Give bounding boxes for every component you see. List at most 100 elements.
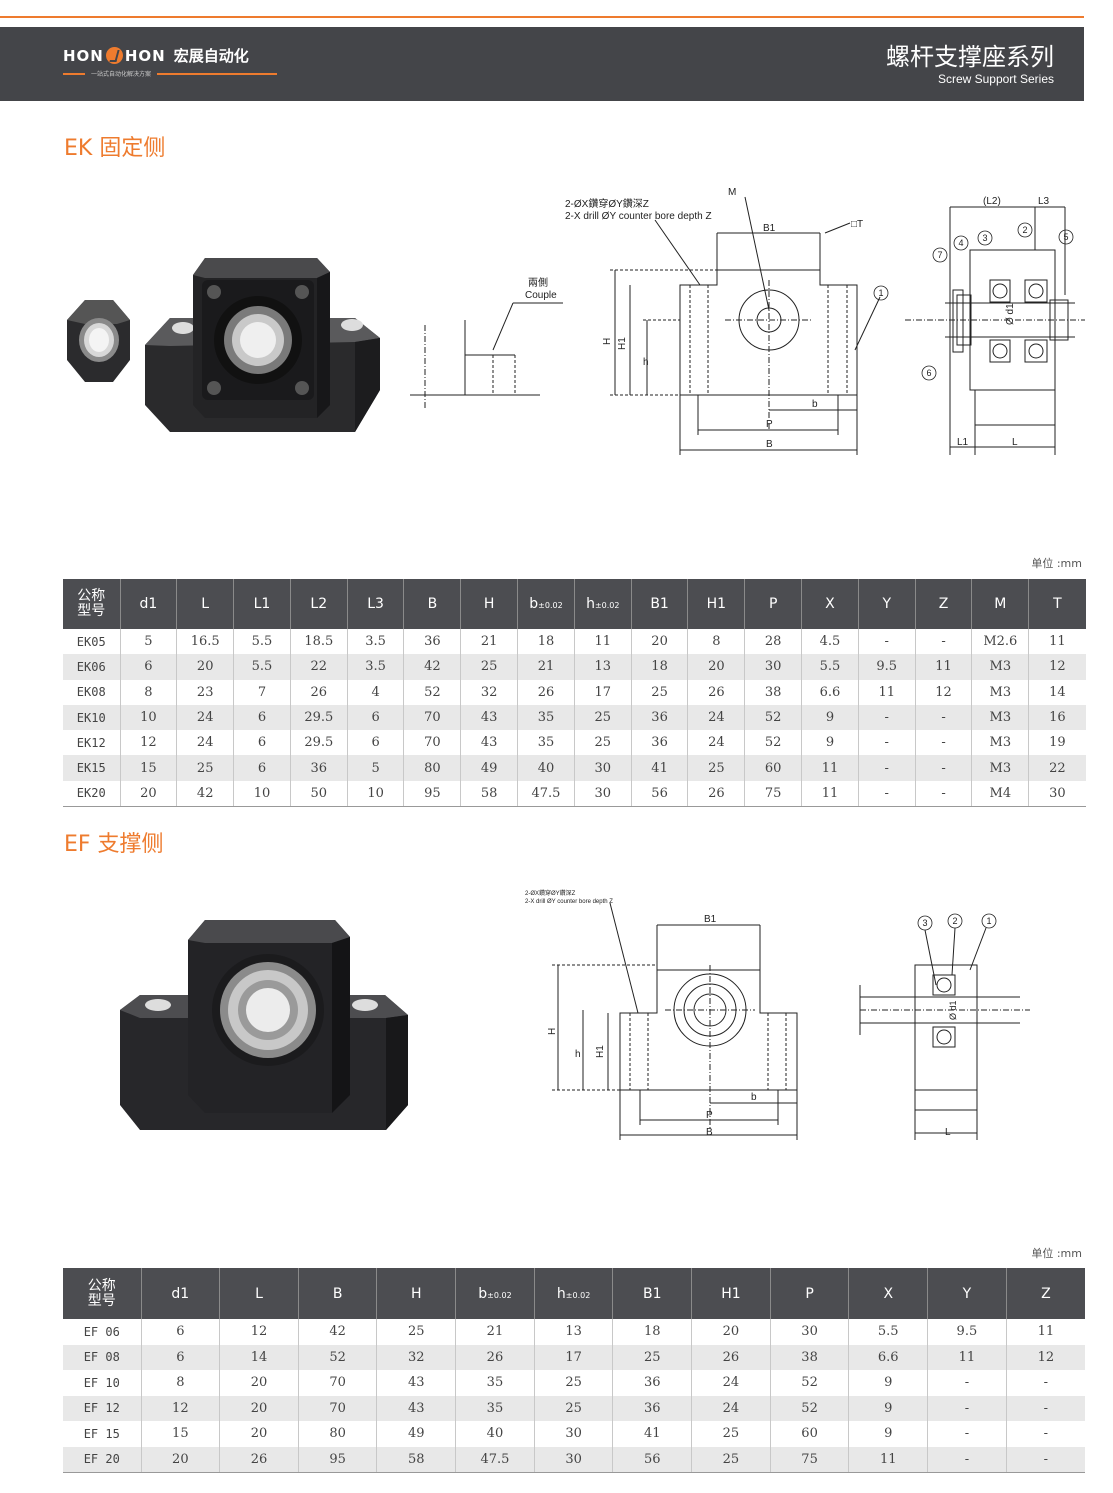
ef-technical-drawing: 2-ØX鑽穿ØY鑽深Z 2-X drill ØY counter bore de… xyxy=(525,889,1030,1140)
ek-header-6: B xyxy=(403,579,461,629)
table-cell: 56 xyxy=(612,1446,692,1473)
table-cell: 6 xyxy=(233,730,291,756)
table-cell: 7 xyxy=(233,679,291,705)
table-cell: 21 xyxy=(460,629,518,655)
top-accent-line xyxy=(0,16,1084,18)
table-cell: 60 xyxy=(744,755,802,781)
ek-dim-b1: B1 xyxy=(763,223,776,234)
model-cell: EK05 xyxy=(76,634,106,649)
table-cell: - xyxy=(927,1446,1007,1473)
table-cell: 20 xyxy=(176,654,234,680)
table-cell: - xyxy=(914,755,972,781)
table-cell: 36 xyxy=(630,704,688,731)
ek-dim-h: H xyxy=(602,338,613,345)
table-cell: 20 xyxy=(630,629,688,655)
table-cell: 49 xyxy=(460,755,518,781)
table-cell: 30 xyxy=(1028,780,1086,807)
ek-dim-b-small: b xyxy=(812,399,818,410)
table-cell: 30 xyxy=(533,1446,613,1473)
table-cell: 70 xyxy=(403,704,461,731)
table-cell: 42 xyxy=(403,654,461,680)
brand-name-right: HON xyxy=(124,46,166,65)
table-cell: - xyxy=(1005,1395,1085,1421)
table-cell: 9 xyxy=(848,1395,928,1421)
table-cell: - xyxy=(927,1421,1007,1447)
model-cell: EF 06 xyxy=(83,1324,120,1339)
ek-dim-b: B xyxy=(766,439,773,450)
table-cell: 6.6 xyxy=(801,679,859,705)
table-cell: 12 xyxy=(1028,654,1086,680)
ef-header-6: h±0.02 xyxy=(533,1268,613,1319)
table-cell: 12 xyxy=(914,679,972,705)
ef-dim-h-small: h xyxy=(575,1049,581,1060)
table-cell: 52 xyxy=(769,1370,849,1396)
ef-header-10: X xyxy=(848,1268,928,1319)
table-cell: 80 xyxy=(297,1421,377,1447)
table-cell: 24 xyxy=(687,704,745,731)
table-cell: 52 xyxy=(769,1395,849,1421)
table-cell: 95 xyxy=(297,1446,377,1473)
table-cell: M3 xyxy=(971,679,1029,705)
table-cell: 40 xyxy=(517,755,575,781)
table-cell: 23 xyxy=(176,679,234,705)
table-cell: 6 xyxy=(233,755,291,781)
table-cell: 41 xyxy=(630,755,688,781)
table-cell: 35 xyxy=(455,1370,535,1396)
ef-dim-l: L xyxy=(945,1127,951,1138)
table-cell: 43 xyxy=(460,730,518,756)
ek-technical-drawing: 2-ØX鑽穿ØY鑽深Z 2-X drill ØY counter bore de… xyxy=(410,187,1085,455)
ek-dim-l2: (L2) xyxy=(983,196,1001,207)
brand-slogan: 一站式自动化解决方案 xyxy=(91,71,152,78)
ek-callout-5: 5 xyxy=(1063,232,1068,242)
ek-hole-note-en: 2-X drill ØY counter bore depth Z xyxy=(565,211,712,222)
ef-callout-2: 2 xyxy=(952,916,957,926)
table-cell: 70 xyxy=(297,1370,377,1396)
ef-header-4: H xyxy=(376,1268,456,1319)
table-cell: 26 xyxy=(219,1446,299,1473)
table-cell: 95 xyxy=(403,780,461,807)
ek-header-5: L3 xyxy=(346,579,404,629)
ef-header-8: H1 xyxy=(691,1268,771,1319)
ek-couple-en: Couple xyxy=(525,290,557,301)
table-cell: 3.5 xyxy=(346,654,404,680)
page-header: HON HON 宏展自动化 一站式自动化解决方案 螺杆支撑座系列 Screw S… xyxy=(0,27,1084,101)
table-cell: 26 xyxy=(289,679,348,705)
table-cell: 75 xyxy=(769,1446,849,1473)
ef-hole-note-cn: 2-ØX鑽穿ØY鑽深Z xyxy=(525,889,576,897)
table-cell: 36 xyxy=(630,730,688,756)
table-cell: 25 xyxy=(573,704,632,731)
ek-header-1: d1 xyxy=(119,579,177,629)
table-cell: 21 xyxy=(455,1319,535,1345)
model-cell: EF 15 xyxy=(83,1426,120,1441)
table-cell: 58 xyxy=(460,780,518,807)
table-cell: 58 xyxy=(376,1446,456,1473)
table-cell: 11 xyxy=(801,780,859,807)
ek-callout-1: 1 xyxy=(878,288,883,298)
table-cell: 5.5 xyxy=(233,629,291,655)
table-cell: 11 xyxy=(1005,1319,1085,1345)
ek-callout-2: 2 xyxy=(1022,225,1027,235)
table-cell: 26 xyxy=(455,1344,535,1370)
table-cell: 20 xyxy=(219,1421,299,1447)
table-cell: 5.5 xyxy=(848,1319,928,1345)
table-cell: 19 xyxy=(1028,730,1086,756)
table-cell: 32 xyxy=(376,1344,456,1370)
table-cell: 24 xyxy=(691,1370,771,1396)
ek-hole-note-cn: 2-ØX鑽穿ØY鑽深Z xyxy=(565,197,649,210)
table-cell: 30 xyxy=(533,1421,613,1447)
table-cell: 25 xyxy=(691,1421,771,1447)
ef-hole-note-en: 2-X drill ØY counter bore depth Z xyxy=(525,899,613,905)
table-cell: 14 xyxy=(219,1344,299,1370)
table-cell: 8 xyxy=(687,629,745,655)
table-cell: 11 xyxy=(857,679,916,705)
table-cell: 70 xyxy=(297,1395,377,1421)
table-cell: 11 xyxy=(914,654,972,680)
ef-callout-3: 3 xyxy=(922,918,927,928)
